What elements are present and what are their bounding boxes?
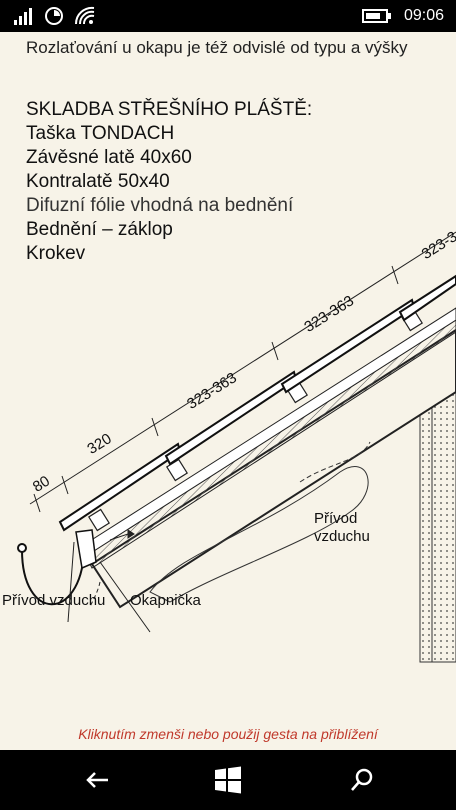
search-icon bbox=[351, 768, 373, 791]
layer-item: Krokev bbox=[26, 243, 86, 264]
layer-list: SKLADBA STŘEŠNÍHO PLÁŠTĚ: Taška TONDACH … bbox=[26, 98, 312, 266]
layer-item: Závěsné latě 40x60 bbox=[26, 147, 192, 168]
battery-icon bbox=[361, 9, 391, 23]
dim-80: 80 bbox=[30, 473, 53, 496]
counter-batten bbox=[81, 307, 456, 557]
dimension-line bbox=[29, 231, 456, 513]
wifi-icon bbox=[74, 6, 95, 25]
roof-section-drawing: 80 320 323-363 323-363 323-3 bbox=[17, 228, 456, 663]
gutter bbox=[21, 549, 85, 606]
navigation-bar bbox=[0, 750, 456, 810]
layer-item: Kontralatě 50x40 bbox=[26, 171, 170, 192]
dim-323-363-a: 323-363 bbox=[184, 369, 240, 413]
start-button[interactable] bbox=[210, 762, 246, 798]
section-title: SKLADBA STŘEŠNÍHO PLÁŠTĚ: bbox=[26, 99, 313, 120]
zoom-hint: Kliknutím zmenši nebo použij gesta na př… bbox=[78, 726, 378, 742]
signal-icon bbox=[14, 8, 32, 25]
intro-text: Rozlaťování u okapu je též odvislé od ty… bbox=[26, 38, 408, 57]
dim-320: 320 bbox=[84, 430, 114, 458]
air-inlet-right-label: Přívod vzduchu bbox=[314, 510, 370, 545]
back-button[interactable] bbox=[80, 762, 116, 798]
layer-item: Bednění – záklop bbox=[26, 219, 173, 240]
data-saver-icon bbox=[45, 7, 63, 25]
layer-item: Taška TONDACH bbox=[26, 123, 175, 144]
dim-323-3: 323-3 bbox=[419, 228, 456, 263]
air-inlet-left-label: Přívod vzduchu bbox=[2, 592, 106, 609]
search-button[interactable] bbox=[344, 762, 380, 798]
layer-item: Difuzní fólie vhodná na bednění bbox=[26, 195, 294, 216]
tiles bbox=[58, 274, 456, 532]
back-arrow-icon bbox=[86, 772, 108, 788]
clock: 09:06 bbox=[403, 7, 444, 24]
boarding bbox=[85, 319, 456, 569]
windows-start-icon bbox=[215, 766, 241, 794]
status-bar: 09:06 bbox=[0, 0, 456, 32]
dim-323-363-b: 323-363 bbox=[301, 292, 357, 336]
drip-edge-label: Okapnička bbox=[130, 592, 201, 609]
image-viewer[interactable]: Rozlaťování u okapu je též odvislé od ty… bbox=[0, 32, 456, 750]
